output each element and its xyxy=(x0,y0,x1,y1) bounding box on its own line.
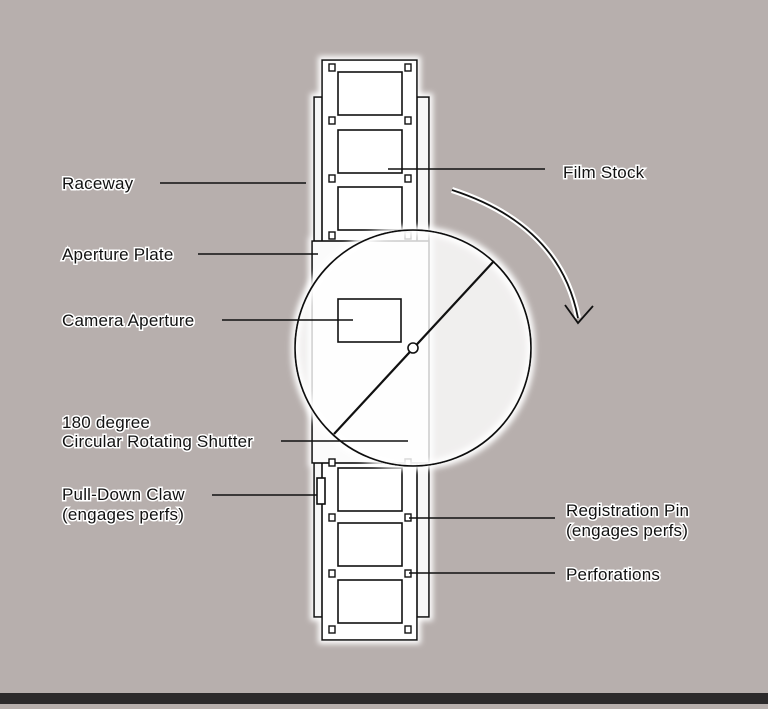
label-registration-note: (engages perfs) xyxy=(566,521,688,540)
label-raceway: Raceway xyxy=(62,174,134,193)
label-shutter-name: Circular Rotating Shutter xyxy=(62,432,253,451)
bottom-bar xyxy=(0,693,768,704)
label-aperture-plate-ink: Aperture Plate xyxy=(62,245,173,264)
label-shutter-degree: 180 degree xyxy=(62,413,150,432)
label-pull-down-claw: Pull-Down Claw xyxy=(62,485,185,504)
shutter-hub xyxy=(407,342,419,354)
rotating-shutter xyxy=(294,229,532,467)
label-perforations: Perforations xyxy=(566,565,660,584)
film-frames xyxy=(337,71,403,624)
label-aperture-plate: Aperture Plate xyxy=(62,245,173,264)
perforations xyxy=(328,63,412,634)
label-shutter-name-ink: Circular Rotating Shutter xyxy=(62,432,253,451)
label-pull-down-note-ink: (engages perfs) xyxy=(62,505,184,524)
film-frame xyxy=(337,522,403,567)
leader-lines xyxy=(160,168,555,574)
film-frame xyxy=(337,467,403,512)
label-film-stock: Film Stock xyxy=(563,163,645,182)
film-frame xyxy=(337,186,403,231)
label-film-stock-ink: Film Stock xyxy=(563,163,645,182)
label-shutter-degree-ink: 180 degree xyxy=(62,413,150,432)
label-pull-down-claw-ink: Pull-Down Claw xyxy=(62,485,185,504)
label-registration-note-ink: (engages perfs) xyxy=(566,521,688,540)
label-camera-aperture: Camera Aperture xyxy=(62,311,194,330)
label-perforations-ink: Perforations xyxy=(566,565,660,584)
film-frame xyxy=(337,579,403,624)
label-registration-pin-ink: Registration Pin xyxy=(566,501,689,520)
labels: Raceway Film Stock Aperture Plate Camera… xyxy=(61,162,691,586)
film-frame xyxy=(337,129,403,174)
label-camera-aperture-ink: Camera Aperture xyxy=(62,311,194,330)
label-registration-pin: Registration Pin xyxy=(566,501,689,520)
pull-down-claw xyxy=(316,477,326,505)
label-pull-down-note: (engages perfs) xyxy=(62,505,184,524)
label-raceway-ink: Raceway xyxy=(62,174,134,193)
labels-ink: Raceway Film Stock Aperture Plate Camera… xyxy=(62,163,689,584)
film-frame xyxy=(337,71,403,116)
